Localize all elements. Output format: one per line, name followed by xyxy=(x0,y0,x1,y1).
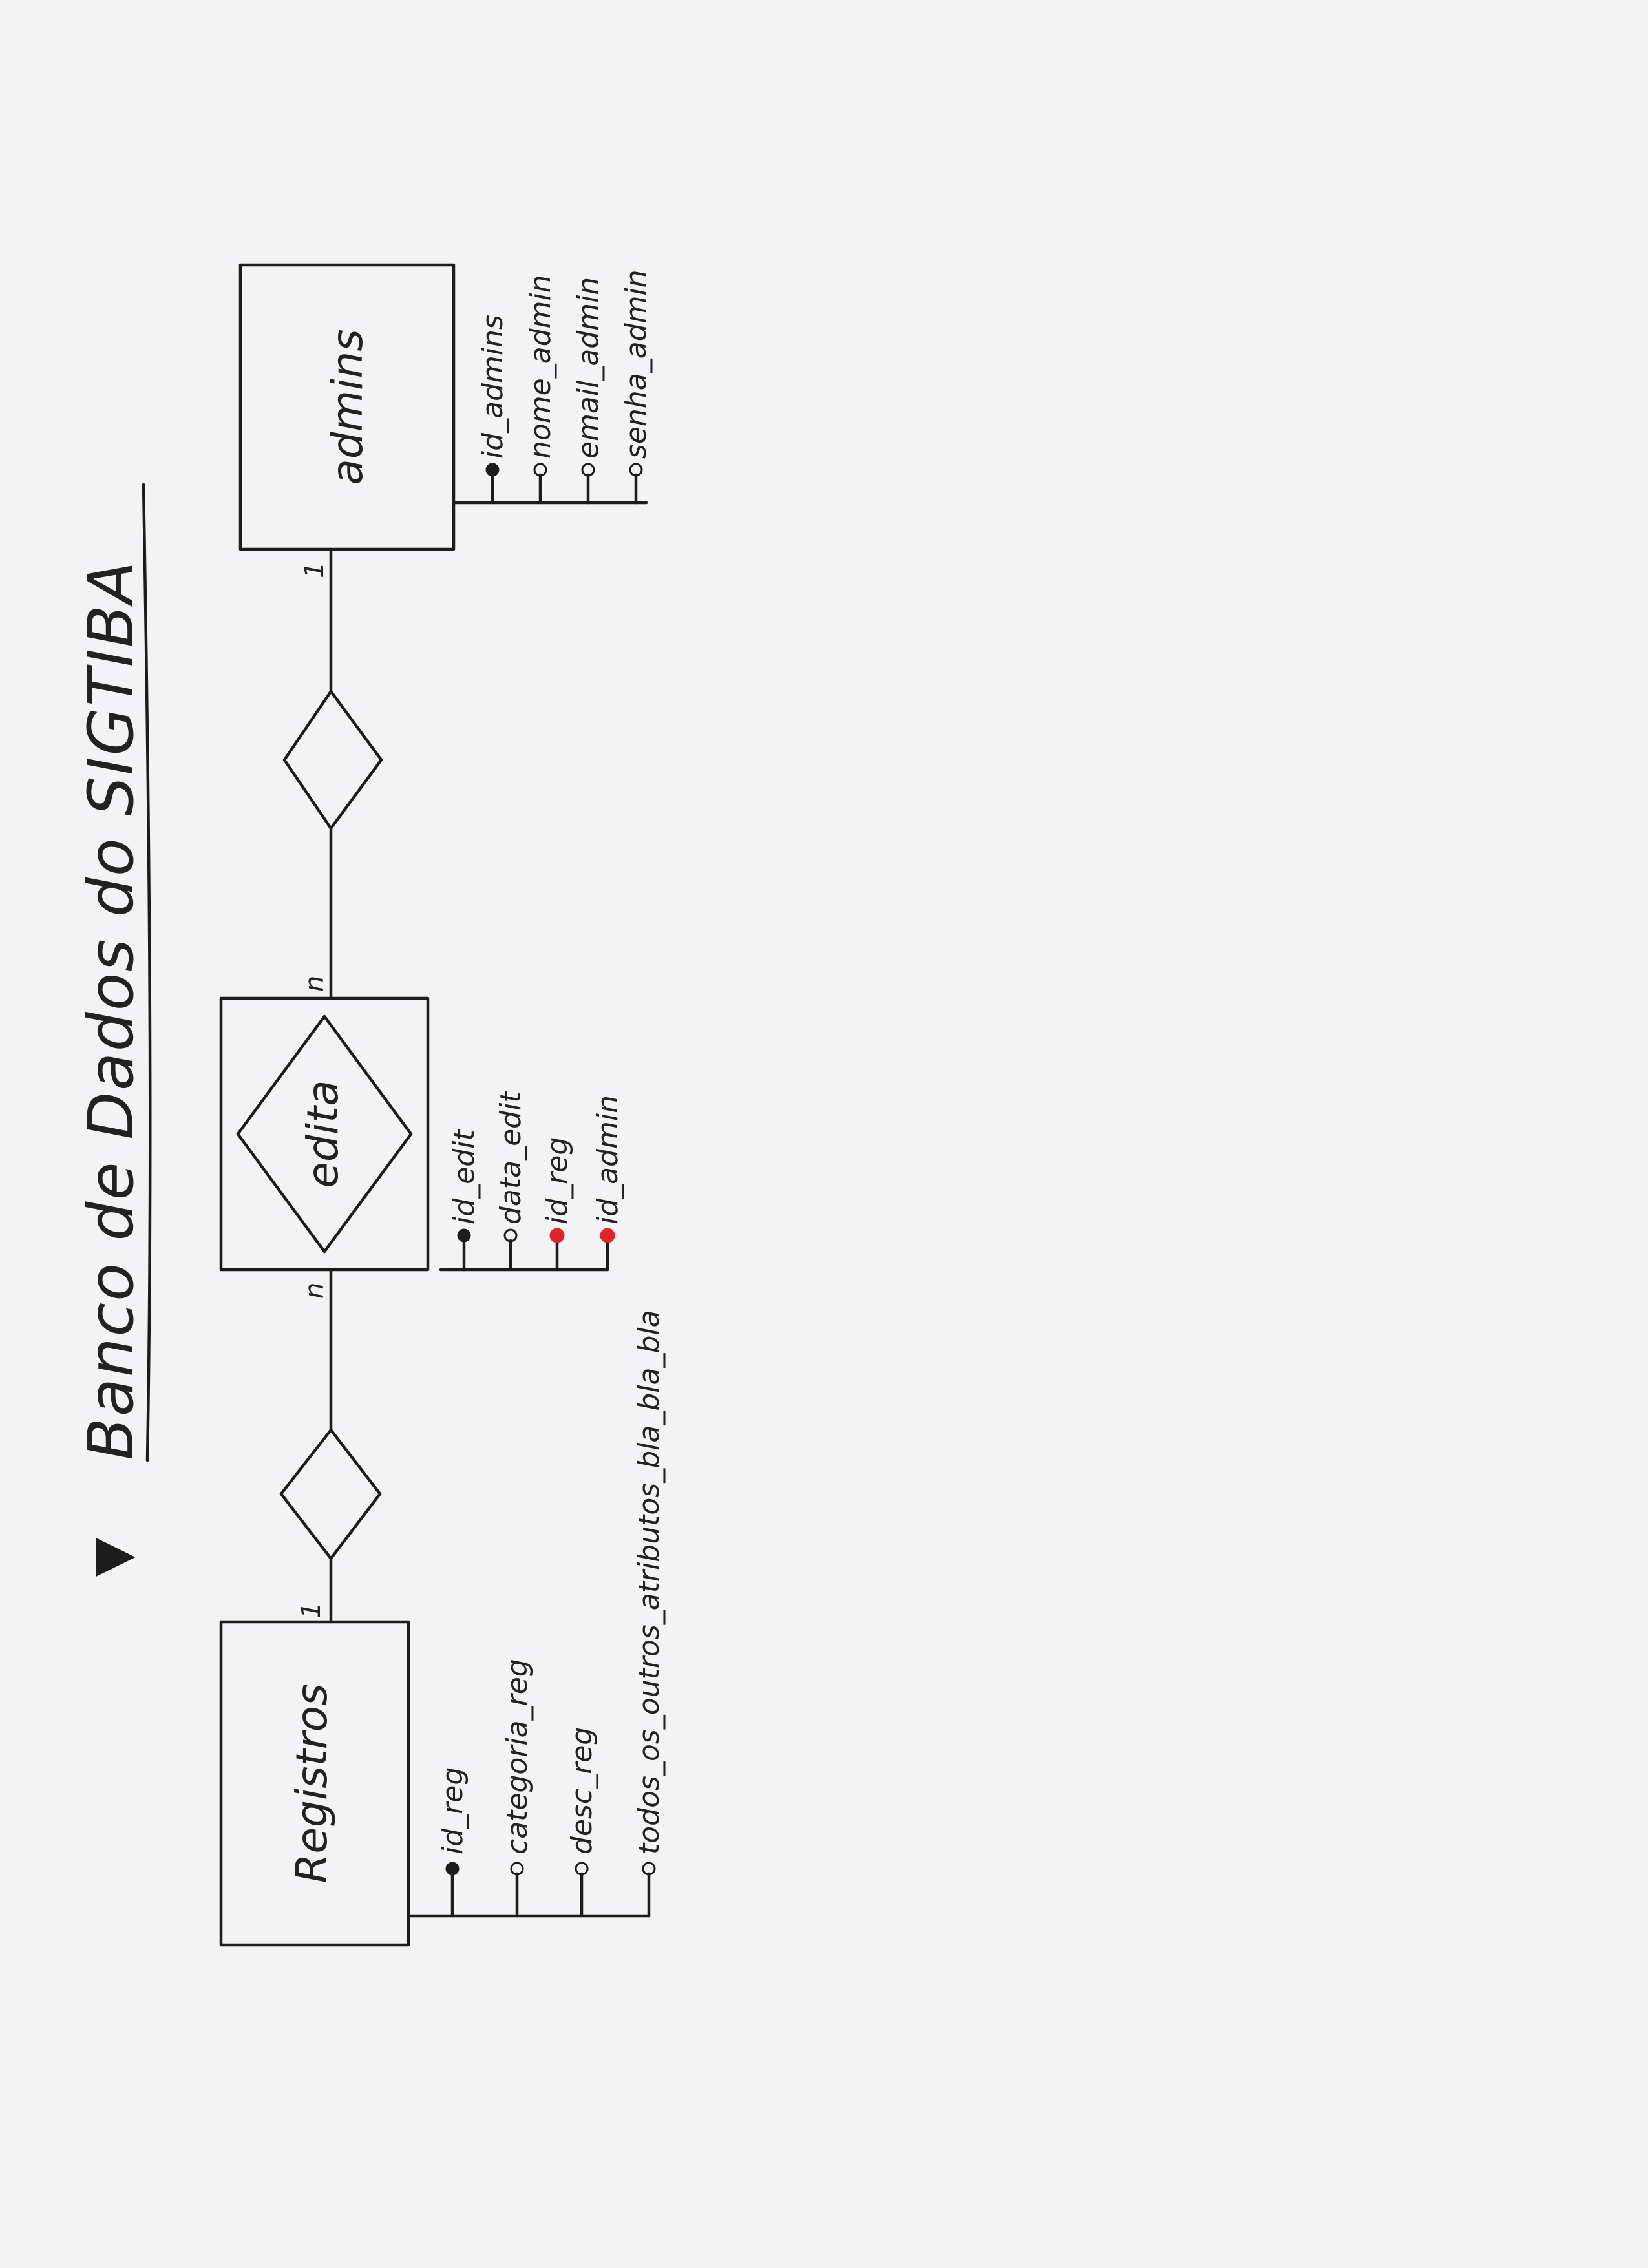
foreign-key-marker xyxy=(549,1228,565,1243)
attribute-nome-admin: nome_admin xyxy=(524,275,557,459)
cardinality-edita-right: n xyxy=(300,976,330,992)
entity-box-edita xyxy=(219,996,430,1272)
attribute-id-admins: id_admins xyxy=(476,315,509,459)
attribute-senha-admin: senha_admin xyxy=(620,269,653,459)
cardinality-admins: 1 xyxy=(300,562,330,578)
attributes-registros: id_reg categoria_reg desc_reg todos_os_o… xyxy=(407,1310,666,1918)
primary-key-marker xyxy=(457,1228,471,1243)
entity-name-registros: Registros xyxy=(287,1684,337,1884)
title-underline xyxy=(142,483,152,1462)
primary-key-marker xyxy=(485,463,500,477)
relationship-diamond-right xyxy=(282,689,383,830)
warning-triangle-icon xyxy=(96,1537,136,1577)
foreign-key-marker xyxy=(600,1228,615,1243)
edita-inner-diamond xyxy=(236,1014,413,1254)
entity-name-admins: admins xyxy=(322,329,372,485)
attribute-id-edit: id_edit xyxy=(448,1129,481,1224)
entity-name-edita: edita xyxy=(298,1080,348,1188)
attribute-id-reg: id_reg xyxy=(436,1767,469,1854)
entity-box-registros xyxy=(219,1620,410,1947)
attribute-fk-id-reg: id_reg xyxy=(541,1137,574,1224)
primary-key-marker xyxy=(445,1862,460,1876)
attribute-data-edit: data_edit xyxy=(494,1091,527,1224)
attributes-admins: id_admins nome_admin email_admin senha_a… xyxy=(452,269,653,505)
cardinality-edita-left: n xyxy=(300,1283,330,1299)
attribute-desc-reg: desc_reg xyxy=(565,1727,598,1854)
diagram-title: Banco de Dados do SIGTIBA xyxy=(75,560,147,1460)
cardinality-registros: 1 xyxy=(297,1602,326,1619)
attribute-categoria-reg: categoria_reg xyxy=(501,1659,534,1854)
relationship-diamond-left xyxy=(279,1428,382,1560)
attribute-fk-id-admin: id_admin xyxy=(591,1095,624,1224)
attribute-todos-os-outros: todos_os_outros_atributos_bla_bla_bla xyxy=(633,1310,666,1854)
entity-box-admins xyxy=(238,263,456,551)
attribute-email-admin: email_admin xyxy=(572,277,605,459)
attributes-edita: id_edit data_edit id_reg id_admin xyxy=(439,1091,624,1272)
